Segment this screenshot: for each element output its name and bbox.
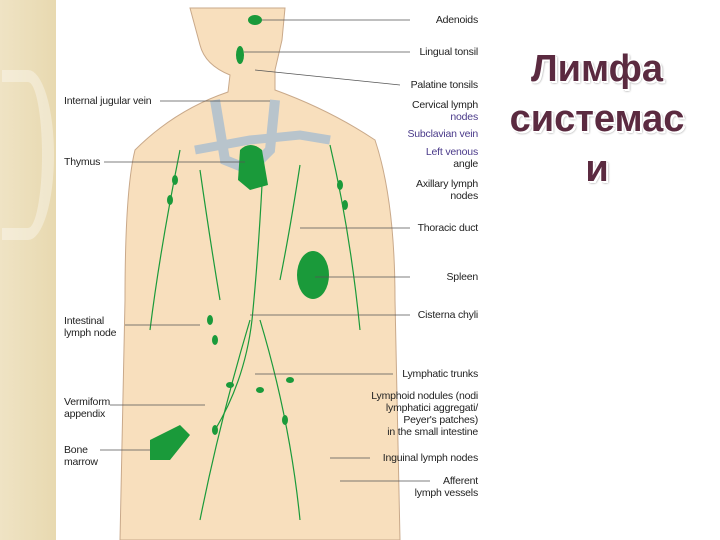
adenoids-shape: [248, 15, 262, 25]
thymus-shape: [238, 145, 268, 190]
tonsil-shape: [236, 46, 244, 64]
label-line: Afferent: [443, 475, 478, 487]
label-lymphatic-trunks: Lymphatic trunks: [402, 368, 478, 380]
thoracic-duct: [214, 184, 263, 431]
label-line: nodes: [450, 111, 478, 123]
label-line: Vermiform: [64, 396, 111, 408]
title-line: системас: [509, 98, 685, 140]
label-line: lymphatici aggregati/: [385, 402, 478, 414]
bone-marrow-shape: [150, 425, 190, 460]
label-line: appendix: [64, 408, 106, 420]
label-palatine-tonsils: Palatine tonsils: [410, 79, 479, 91]
label-line: Cervical lymph: [411, 99, 478, 111]
label-internal-jugular-vein: Internal jugular vein: [64, 95, 152, 107]
title-line: Лимфа: [530, 48, 664, 90]
label-adenoids: Adenoids: [435, 14, 478, 26]
decorative-ring: [2, 70, 54, 240]
lymph-nodes: [167, 175, 348, 435]
label-spleen: Spleen: [446, 271, 479, 283]
spleen-shape: [297, 251, 329, 299]
label-thoracic-duct: Thoracic duct: [417, 222, 479, 234]
label-line: lymph vessels: [414, 487, 479, 499]
label-line: nodes: [450, 190, 478, 202]
slide-side-strip: [0, 0, 56, 540]
label-subclavian-vein: Subclavian vein: [407, 128, 478, 140]
label-line: lymph node: [64, 327, 117, 339]
label-inguinal-lymph-nodes: Inguinal lymph nodes: [382, 452, 478, 464]
label-line: angle: [453, 158, 478, 170]
label-line: Intestinal: [64, 315, 105, 327]
label-cisterna-chyli: Cisterna chyli: [417, 309, 478, 321]
lymph-vessels: [149, 144, 361, 521]
lymphatic-system-diagram: [100, 7, 430, 540]
title-line: и: [585, 148, 609, 190]
label-line: Peyer's patches): [403, 414, 478, 426]
label-line: Lymphoid nodules (nodi: [371, 390, 478, 402]
body-outline: [119, 7, 401, 540]
leader-lines: [100, 19, 430, 482]
subclavian-veins: [194, 130, 331, 155]
slide-title: Лимфа системас и: [484, 44, 710, 194]
label-line: Axillary lymph: [416, 178, 478, 190]
label-line: Bone: [64, 444, 88, 456]
label-line: in the small intestine: [387, 426, 478, 438]
label-line: Left venous: [425, 146, 478, 158]
label-thymus: Thymus: [64, 156, 101, 168]
label-lingual-tonsil: Lingual tonsil: [419, 46, 479, 58]
label-line: marrow: [64, 456, 98, 468]
